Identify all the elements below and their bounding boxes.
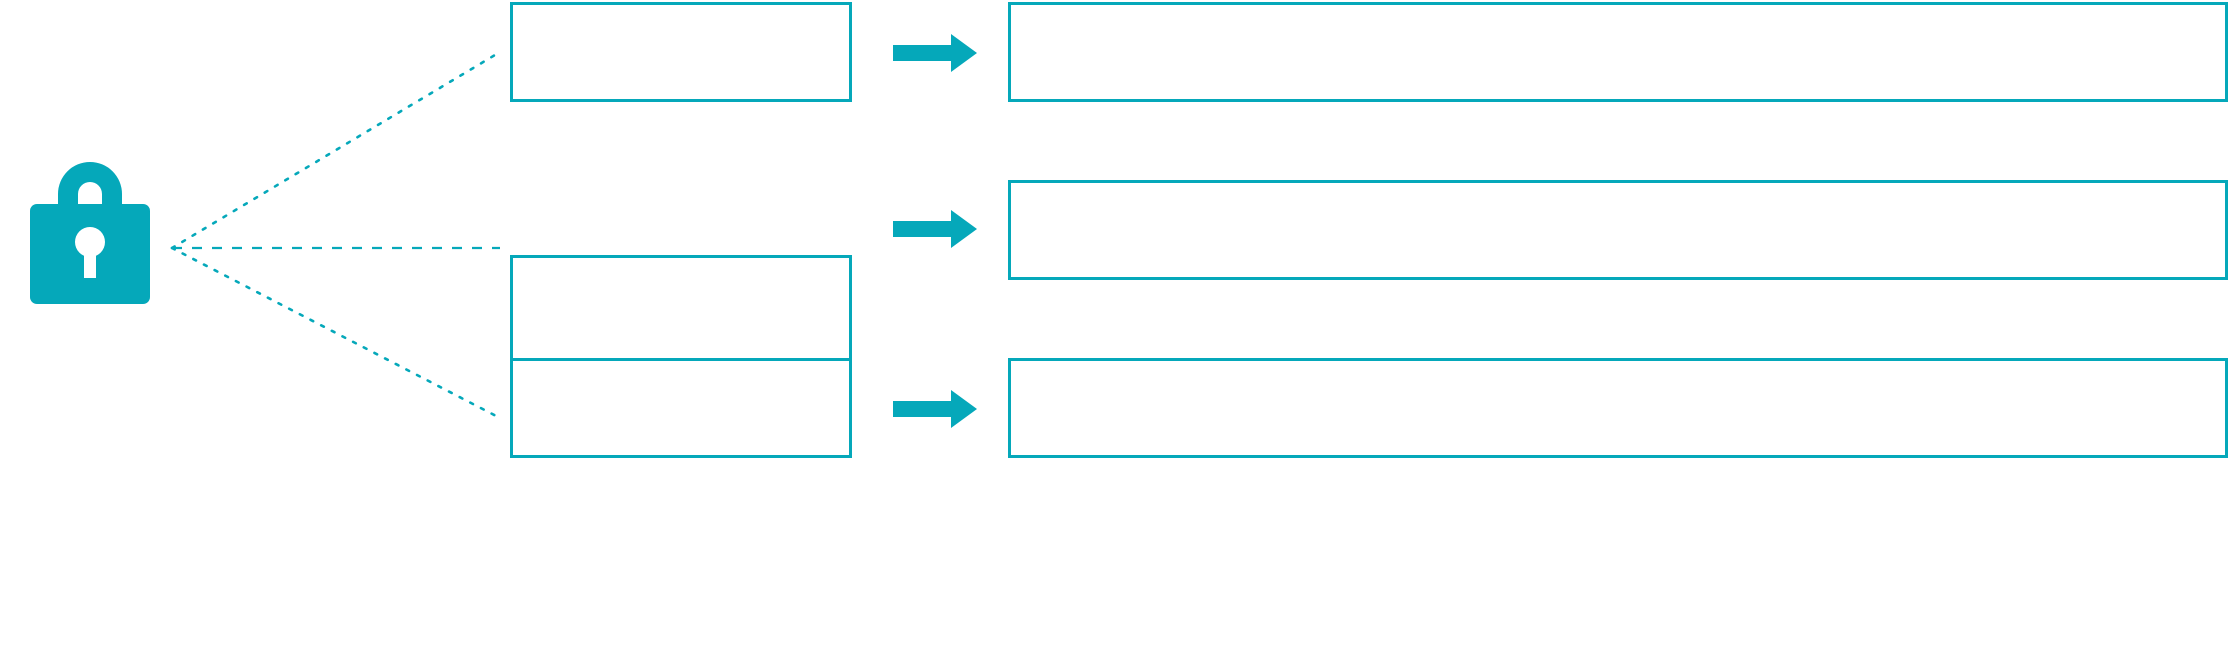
lock-icon bbox=[22, 150, 158, 308]
right-arrow-icon-1 bbox=[893, 34, 977, 72]
right-arrow-icon-2 bbox=[893, 210, 977, 248]
left-box-3-text bbox=[513, 361, 849, 381]
left-box-1[interactable] bbox=[510, 2, 852, 102]
right-box-1[interactable] bbox=[1008, 2, 2228, 102]
right-box-2[interactable] bbox=[1008, 180, 2228, 280]
right-arrow-icon-3 bbox=[893, 390, 977, 428]
diagram-row-1 bbox=[0, 0, 2229, 115]
right-box-3[interactable] bbox=[1008, 358, 2228, 458]
right-box-3-text bbox=[1011, 361, 2225, 381]
left-box-3[interactable] bbox=[510, 358, 852, 458]
